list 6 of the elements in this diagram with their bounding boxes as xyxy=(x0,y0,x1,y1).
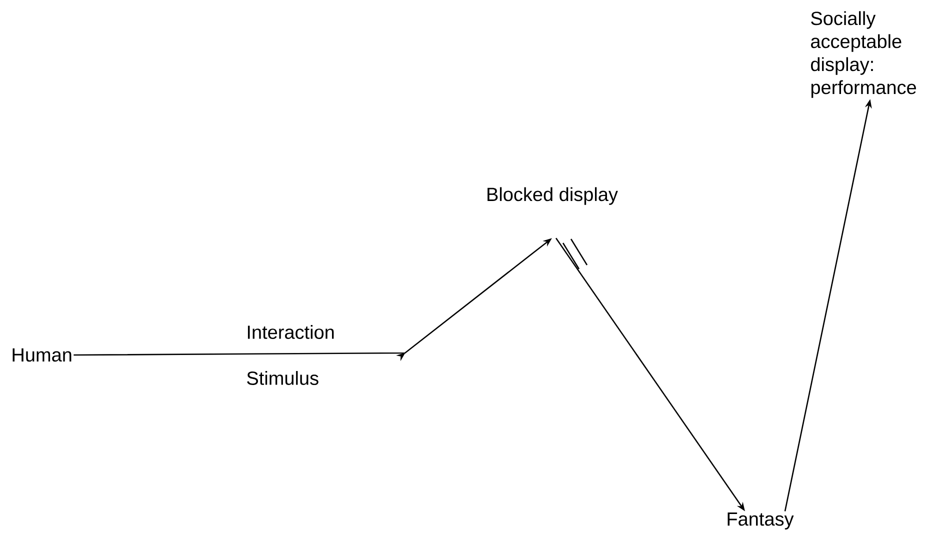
node-label: Socially acceptable display: performance xyxy=(811,11,916,98)
edge-label: Interaction xyxy=(248,325,334,339)
line-label: Stimulus xyxy=(247,371,318,385)
node-label: Blocked display xyxy=(488,187,618,205)
node-label: Fantasy xyxy=(728,512,794,530)
node-label: Human xyxy=(12,348,72,362)
